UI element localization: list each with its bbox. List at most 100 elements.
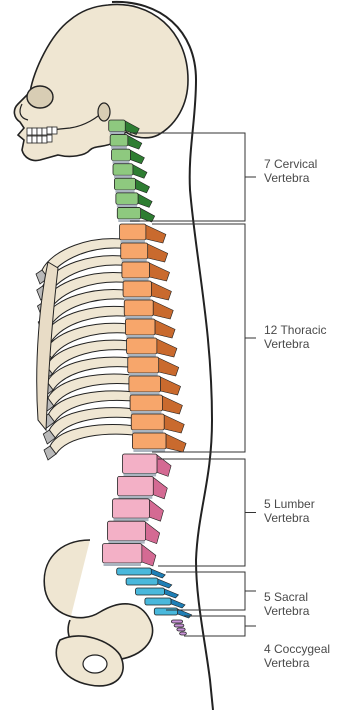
lumbar-spinous-process-1 bbox=[157, 455, 171, 476]
intervertebral-disc bbox=[104, 563, 141, 566]
label-lumbar: 5 Lumber Vertebra bbox=[264, 497, 315, 525]
thoracic-spinous-process-7 bbox=[157, 339, 177, 357]
sacral-vertebra-2 bbox=[126, 578, 158, 585]
thoracic-spinous-process-8 bbox=[159, 358, 179, 376]
sacral-spinous-process-3 bbox=[165, 589, 179, 598]
cervical-spinous-process-7 bbox=[141, 208, 155, 222]
intervertebral-disc bbox=[123, 278, 149, 281]
lumbar-vertebra-5 bbox=[103, 544, 142, 563]
skull bbox=[14, 4, 188, 160]
thoracic-vertebra-1 bbox=[120, 224, 146, 240]
lumbar-spinous-process-3 bbox=[150, 500, 164, 521]
cervical-spinous-process-3 bbox=[130, 150, 144, 164]
thoracic-spinous-process-1 bbox=[146, 225, 166, 243]
thoracic-vertebra-4 bbox=[123, 281, 151, 297]
intervertebral-disc bbox=[111, 146, 127, 149]
label-coccygeal-line2: Vertebra bbox=[264, 656, 330, 670]
cervical-vertebra-4 bbox=[113, 164, 133, 176]
coccygeal-vertebra-4 bbox=[180, 632, 187, 635]
intervertebral-disc bbox=[124, 473, 157, 476]
intervertebral-disc bbox=[114, 518, 149, 521]
intervertebral-disc bbox=[122, 259, 147, 262]
thoracic-spinous-process-11 bbox=[164, 415, 184, 433]
cervical-vertebra-3 bbox=[112, 149, 131, 161]
lumbar-vertebra-2 bbox=[118, 476, 154, 495]
cervical-vertebra-2 bbox=[110, 135, 128, 147]
intervertebral-disc bbox=[126, 335, 154, 338]
intervertebral-disc bbox=[121, 240, 145, 243]
label-cervical: 7 Cervical Vertebra bbox=[264, 157, 317, 185]
label-lumbar-line1: 5 Lumber bbox=[264, 497, 315, 511]
label-lumbar-line2: Vertebra bbox=[264, 511, 315, 525]
cervical-spinous-process-5 bbox=[136, 179, 150, 193]
intervertebral-disc bbox=[110, 132, 125, 135]
thoracic-vertebra-8 bbox=[128, 357, 159, 373]
intervertebral-disc bbox=[130, 392, 160, 395]
thoracic-spinous-process-4 bbox=[151, 282, 171, 300]
intervertebral-disc bbox=[131, 411, 161, 414]
intervertebral-disc bbox=[114, 175, 132, 178]
sacral-vertebra-3 bbox=[136, 588, 165, 595]
thoracic-vertebra-6 bbox=[125, 319, 155, 335]
thoracic-vertebra-2 bbox=[121, 243, 148, 259]
label-coccygeal-line1: 4 Coccygeal bbox=[264, 642, 330, 656]
label-cervical-line2: Vertebra bbox=[264, 171, 317, 185]
thoracic-spinous-process-3 bbox=[150, 263, 170, 281]
thoracic-spinous-process-9 bbox=[161, 377, 181, 395]
ear-canal bbox=[98, 103, 110, 121]
bracket-coccygeal bbox=[184, 616, 245, 636]
cervical-vertebra-6 bbox=[116, 193, 138, 205]
label-thoracic-line2: Vertebra bbox=[264, 337, 326, 351]
lumbar-spinous-process-4 bbox=[146, 522, 160, 543]
coccygeal-vertebra-1 bbox=[171, 620, 182, 623]
sacral-spinous-process-4 bbox=[171, 599, 185, 608]
cervical-spinous-process-6 bbox=[138, 194, 152, 208]
bracket-cervical bbox=[130, 133, 245, 221]
coccygeal-vertebra-2 bbox=[174, 624, 184, 627]
thoracic-vertebra-5 bbox=[124, 300, 153, 316]
thoracic-vertebra-9 bbox=[129, 376, 161, 392]
intervertebral-disc bbox=[125, 316, 152, 319]
lumbar-spinous-process-2 bbox=[153, 477, 167, 498]
sacral-spinous-process-2 bbox=[158, 579, 172, 588]
thoracic-spinous-process-10 bbox=[162, 396, 182, 414]
label-thoracic-line1: 12 Thoracic bbox=[264, 323, 326, 337]
intervertebral-disc bbox=[109, 541, 145, 544]
label-sacral: 5 Sacral Vertebra bbox=[264, 590, 309, 618]
intervertebral-disc bbox=[119, 496, 153, 499]
intervertebral-disc bbox=[132, 430, 163, 433]
label-cervical-line1: 7 Cervical bbox=[264, 157, 317, 171]
thoracic-vertebra-11 bbox=[131, 414, 164, 430]
intervertebral-disc bbox=[129, 373, 158, 376]
thoracic-spinous-process-5 bbox=[153, 301, 173, 319]
cervical-spinous-process-4 bbox=[133, 165, 147, 179]
sacral-vertebra-1 bbox=[117, 568, 152, 575]
thoracic-vertebra-12 bbox=[132, 433, 166, 449]
lumbar-vertebra-1 bbox=[123, 454, 158, 473]
thoracic-spinous-process-2 bbox=[148, 244, 168, 262]
lumbar-spinous-process-5 bbox=[142, 545, 156, 566]
lumbar-vertebra-3 bbox=[113, 499, 150, 518]
thoracic-spinous-process-12 bbox=[166, 434, 186, 452]
sacral-spinous-process-1 bbox=[151, 569, 165, 578]
label-coccygeal: 4 Coccygeal Vertebra bbox=[264, 642, 330, 670]
intervertebral-disc bbox=[117, 204, 137, 207]
cervical-vertebra-7 bbox=[117, 207, 140, 219]
obturator-foramen bbox=[83, 655, 107, 673]
coccygeal-vertebra-3 bbox=[177, 628, 185, 631]
thoracic-vertebra-3 bbox=[122, 262, 150, 278]
intervertebral-disc bbox=[124, 297, 150, 300]
sacral-vertebra-5 bbox=[154, 608, 177, 615]
label-thoracic: 12 Thoracic Vertebra bbox=[264, 323, 326, 351]
thoracic-spinous-process-6 bbox=[155, 320, 175, 338]
label-sacral-line2: Vertebra bbox=[264, 604, 309, 618]
cervical-vertebra-1 bbox=[109, 120, 126, 132]
lumbar-vertebra-4 bbox=[108, 521, 146, 540]
thoracic-vertebra-10 bbox=[130, 395, 162, 411]
intervertebral-disc bbox=[115, 190, 134, 193]
sacral-vertebra-4 bbox=[145, 598, 171, 605]
cervical-vertebra-5 bbox=[114, 178, 135, 190]
eye-socket bbox=[27, 86, 53, 108]
intervertebral-disc bbox=[128, 354, 156, 357]
label-sacral-line1: 5 Sacral bbox=[264, 590, 309, 604]
